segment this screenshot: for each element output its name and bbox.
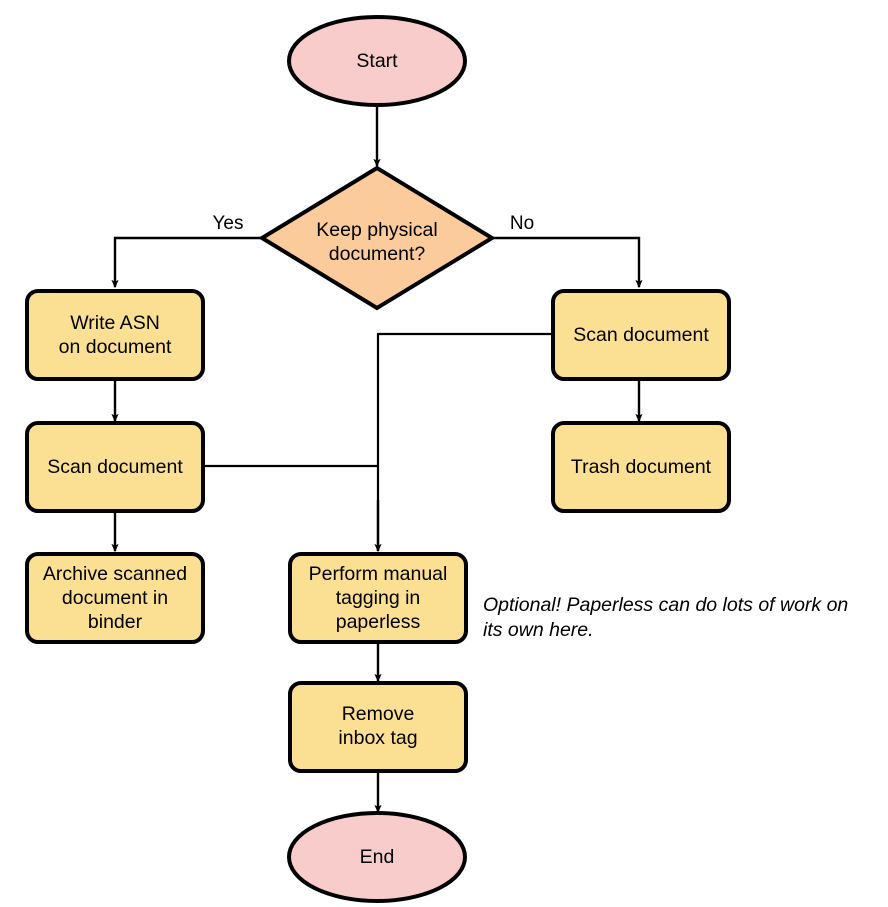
write-asn-label-line2: on document: [59, 336, 172, 358]
scan-left-label: Scan document: [47, 456, 183, 478]
edge-decision-yes-to-write-asn: [111, 236, 264, 289]
node-archive-scanned-document[interactable]: Archive scanned document in binder: [25, 552, 205, 644]
node-scan-document-right[interactable]: Scan document: [551, 289, 731, 381]
archive-label-line1: Archive scanned: [43, 563, 187, 585]
annotation-line2: its own here.: [483, 619, 594, 641]
end-label: End: [360, 846, 395, 868]
archive-box: [25, 552, 205, 644]
edge-label-no: No: [510, 213, 534, 234]
write-asn-box: [25, 289, 205, 381]
trash-box: [551, 421, 731, 513]
tagging-label-line2: tagging in: [336, 587, 421, 609]
write-asn-label-line1: Write ASN: [70, 312, 160, 334]
node-decision-keep-physical-document[interactable]: Keep physical document?: [258, 165, 496, 311]
node-scan-document-left[interactable]: Scan document: [25, 421, 205, 513]
annotation-optional-note: Optional! Paperless can do lots of work …: [483, 594, 848, 641]
remove-tag-label-line1: Remove: [342, 703, 415, 725]
node-end[interactable]: End: [287, 811, 467, 903]
node-start[interactable]: Start: [287, 15, 467, 107]
tagging-label-line3: paperless: [336, 611, 421, 633]
remove-tag-box: [288, 681, 468, 773]
archive-label-line2: document in: [62, 587, 168, 609]
edge-scan-right-to-tagging-trunk: [376, 332, 552, 551]
scan-left-box: [25, 421, 205, 513]
trash-label: Trash document: [571, 456, 712, 478]
node-remove-inbox-tag[interactable]: Remove inbox tag: [288, 681, 468, 773]
node-trash-document[interactable]: Trash document: [551, 421, 731, 513]
start-label: Start: [356, 50, 398, 72]
scan-right-box: [551, 289, 731, 381]
edge-label-yes: Yes: [213, 213, 244, 234]
remove-tag-label-line2: inbox tag: [338, 727, 417, 749]
archive-label-line3: binder: [88, 611, 143, 633]
annotation-line1: Optional! Paperless can do lots of work …: [483, 594, 848, 616]
node-write-asn-on-document[interactable]: Write ASN on document: [25, 289, 205, 381]
end-ellipse: [287, 811, 467, 903]
tagging-box: [288, 552, 468, 644]
decision-label-line1: Keep physical: [316, 219, 437, 241]
decision-label-line2: document?: [329, 243, 426, 265]
start-ellipse: [287, 15, 467, 107]
node-perform-manual-tagging[interactable]: Perform manual tagging in paperless: [288, 552, 468, 644]
edge-decision-no-to-scan-right: [491, 236, 643, 289]
scan-right-label: Scan document: [573, 324, 709, 346]
tagging-label-line1: Perform manual: [309, 563, 448, 585]
decision-diamond: [258, 165, 496, 311]
